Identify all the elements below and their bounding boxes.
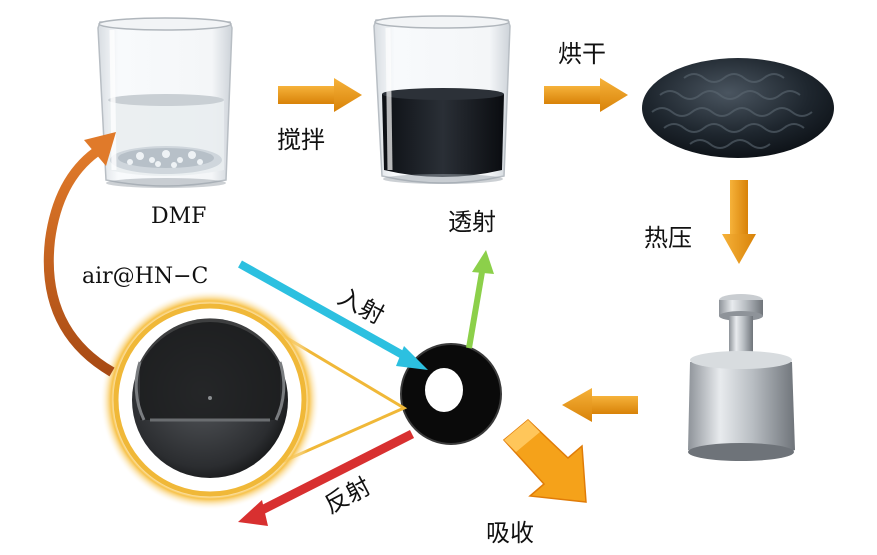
hot-press-arrow	[722, 180, 756, 264]
transmission-arrow	[466, 250, 494, 349]
absorption-arrow	[502, 418, 587, 503]
air-hnc-label: air@HN−C	[82, 264, 208, 289]
reflection-arrow	[238, 429, 415, 526]
absorption-label: 吸收	[486, 519, 534, 547]
slurry-beaker	[373, 15, 511, 184]
dry-label: 烘干	[558, 40, 606, 68]
cycle-arrow	[43, 132, 116, 377]
dmf-label: DMF	[151, 204, 206, 229]
dry-arrow	[544, 78, 628, 112]
press-to-sample-arrow	[562, 388, 638, 422]
press-weight	[688, 294, 795, 461]
transmission-label: 透射	[448, 208, 496, 236]
hot-press-label: 热压	[644, 224, 692, 252]
stir-arrow	[278, 78, 362, 112]
hollow-sphere	[100, 290, 320, 510]
dried-foam	[642, 58, 834, 158]
incident-arrow	[238, 260, 428, 370]
dmf-beaker	[97, 17, 233, 188]
stir-label: 搅拌	[277, 126, 325, 154]
